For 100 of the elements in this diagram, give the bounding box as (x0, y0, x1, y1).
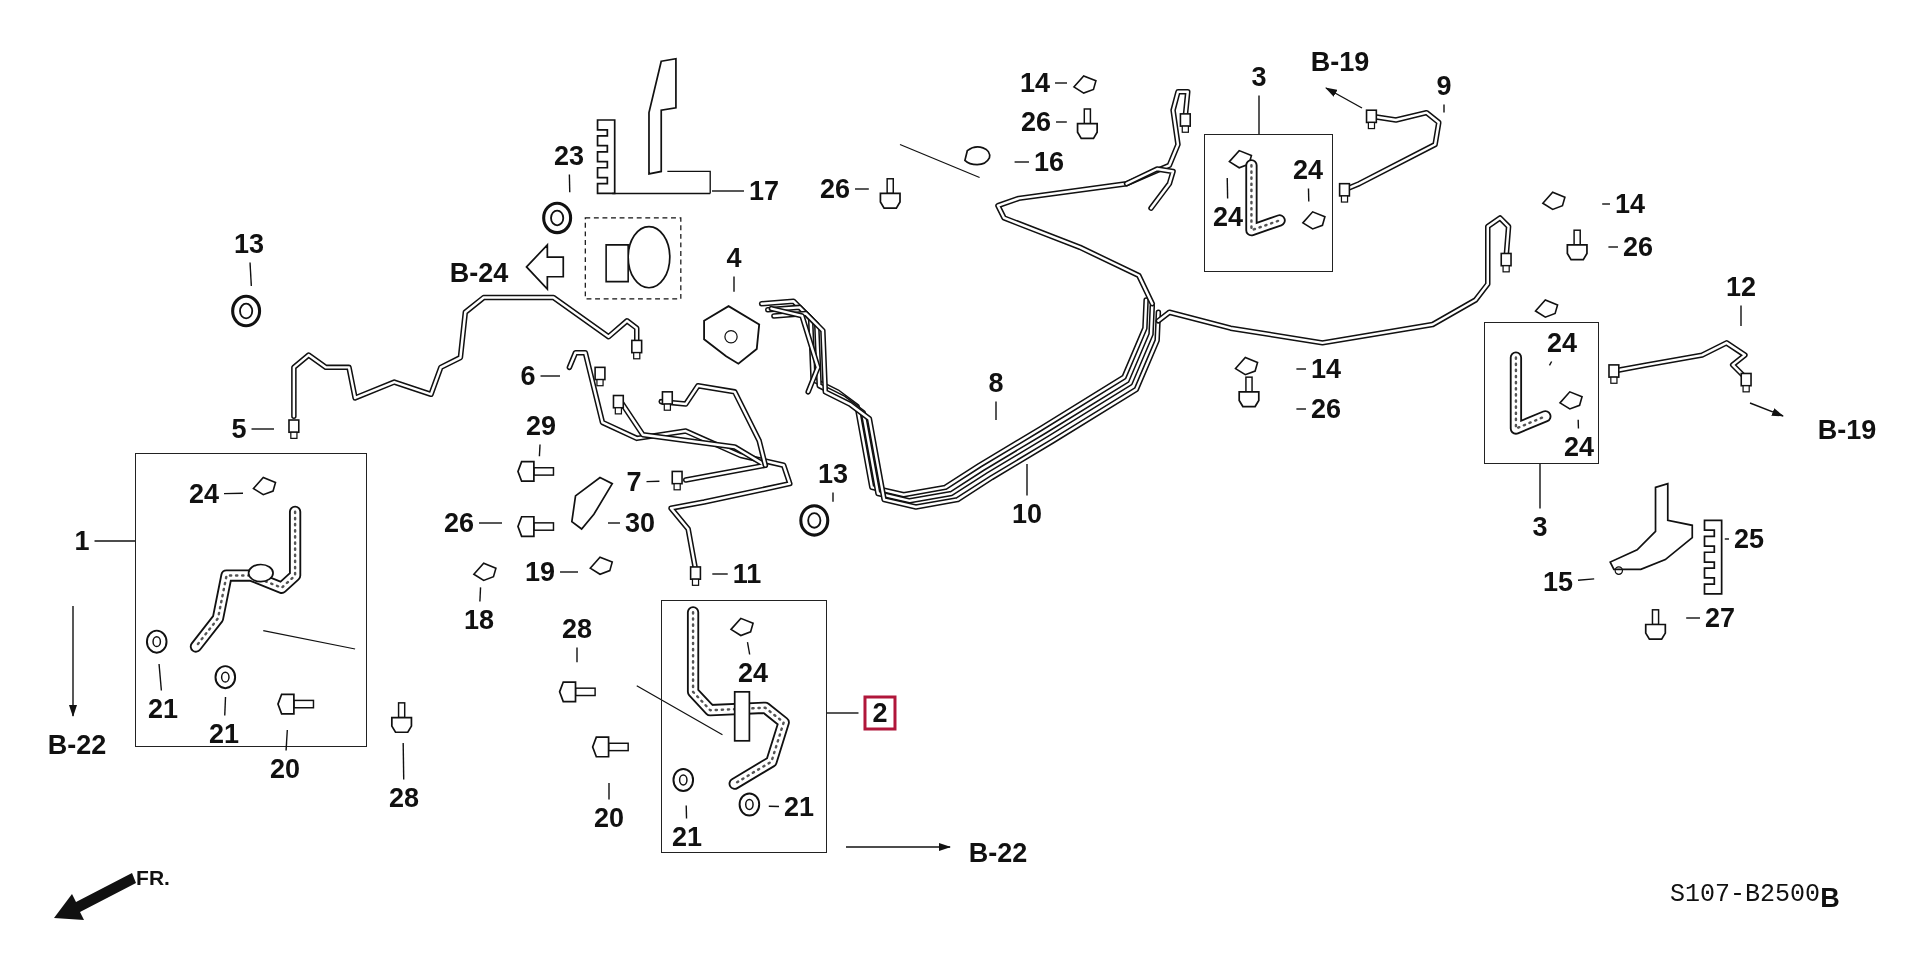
callout-number: 3 (1251, 63, 1267, 91)
callout-number: 1 (74, 527, 90, 555)
group-frame (1204, 134, 1333, 272)
callout-number: 6 (520, 362, 536, 390)
leader-line (1577, 578, 1595, 581)
leader-line (733, 275, 735, 293)
leader-line (224, 696, 227, 717)
group-frame (135, 453, 367, 747)
callout-number: 28 (389, 784, 419, 812)
leader-line (285, 729, 288, 752)
leader-line (1443, 103, 1445, 114)
leader-line (1055, 121, 1068, 123)
callout-number: 28 (562, 615, 592, 643)
callout-number: 8 (988, 369, 1004, 397)
leader-line (538, 443, 541, 457)
callout-number: 15 (1543, 568, 1573, 596)
callout-number: 24 (1564, 433, 1594, 461)
callout-number: 7 (626, 468, 642, 496)
leader-line (608, 782, 610, 801)
leader-line (223, 492, 244, 495)
callout-number: 24 (1547, 329, 1577, 357)
callout-number: 17 (749, 177, 779, 205)
callout-number: 14 (1020, 69, 1050, 97)
leader-line (1607, 246, 1619, 248)
callout-number: 10 (1012, 500, 1042, 528)
leader-line (1295, 408, 1307, 410)
leader-line (1258, 94, 1260, 135)
reference-label: B-19 (1817, 416, 1877, 444)
callout-number: 24 (1293, 156, 1323, 184)
callout-number: 29 (526, 412, 556, 440)
callout-number: 24 (189, 480, 219, 508)
callout-number: 19 (525, 558, 555, 586)
callout-number: 4 (726, 244, 742, 272)
leader-line (746, 641, 751, 656)
leader-line (1013, 161, 1030, 163)
leader-line (854, 188, 870, 190)
leader-line (1724, 538, 1730, 540)
leader-line (607, 522, 621, 524)
leader-line (576, 646, 578, 663)
leader-line (1226, 177, 1229, 200)
leader-line (539, 375, 561, 377)
leader-line (568, 173, 571, 193)
leader-line (1026, 463, 1028, 497)
leader-line (645, 480, 661, 483)
leader-line (711, 573, 729, 575)
callout-number: 14 (1615, 190, 1645, 218)
front-direction-label: FR. (136, 866, 170, 888)
callout-number: 16 (1034, 148, 1064, 176)
revision-letter: B (1820, 884, 1840, 912)
leader-line (1295, 368, 1307, 370)
callout-number: 26 (1623, 233, 1653, 261)
leader-line (826, 712, 860, 714)
callout-number: 26 (820, 175, 850, 203)
leader-line (158, 663, 163, 692)
leader-line (1685, 617, 1701, 619)
callout-number: 21 (784, 793, 814, 821)
diagram-code: S107-B2500 (1670, 881, 1820, 907)
leader-line (1307, 187, 1310, 203)
leader-line (768, 805, 780, 808)
leader-line (1054, 82, 1068, 84)
leader-line (250, 428, 275, 430)
group-frame (1484, 322, 1599, 464)
leader-line (1577, 419, 1580, 430)
callout-number: 26 (444, 509, 474, 537)
callout-number: 5 (231, 415, 247, 443)
leader-line (559, 571, 579, 573)
callout-number: 30 (625, 509, 655, 537)
callout-number: 11 (732, 560, 762, 588)
leader-line (249, 261, 253, 287)
leader-line (685, 804, 688, 820)
callout-number: 21 (148, 695, 178, 723)
callout-number: 18 (464, 606, 494, 634)
callout-number: 9 (1436, 72, 1452, 100)
leader-line (711, 190, 745, 192)
leader-line (402, 742, 405, 781)
leader-line (479, 586, 482, 603)
callout-number: 20 (270, 755, 300, 783)
callout-number: 3 (1532, 513, 1548, 541)
reference-label: B-22 (968, 839, 1028, 867)
leader-line (1740, 304, 1742, 327)
callout-number: 23 (554, 142, 584, 170)
leader-line (93, 540, 136, 542)
leader-line (1548, 360, 1553, 367)
callout-number: 26 (1311, 395, 1341, 423)
callout-number: 13 (818, 460, 848, 488)
callout-number: 20 (594, 804, 624, 832)
leader-line (995, 400, 997, 421)
callout-number: 24 (1213, 203, 1243, 231)
leader-line (1601, 203, 1611, 205)
callout-number: 14 (1311, 355, 1341, 383)
reference-label: B-19 (1310, 48, 1370, 76)
leader-line (478, 522, 503, 524)
callout-number: 24 (738, 659, 768, 687)
highlighted-callout-number: 2 (863, 695, 897, 731)
callout-number: 27 (1705, 604, 1735, 632)
callout-number: 12 (1726, 273, 1756, 301)
callout-number: 21 (209, 720, 239, 748)
leader-line (1539, 463, 1541, 510)
reference-label: B-22 (47, 731, 107, 759)
callout-number: 21 (672, 823, 702, 851)
